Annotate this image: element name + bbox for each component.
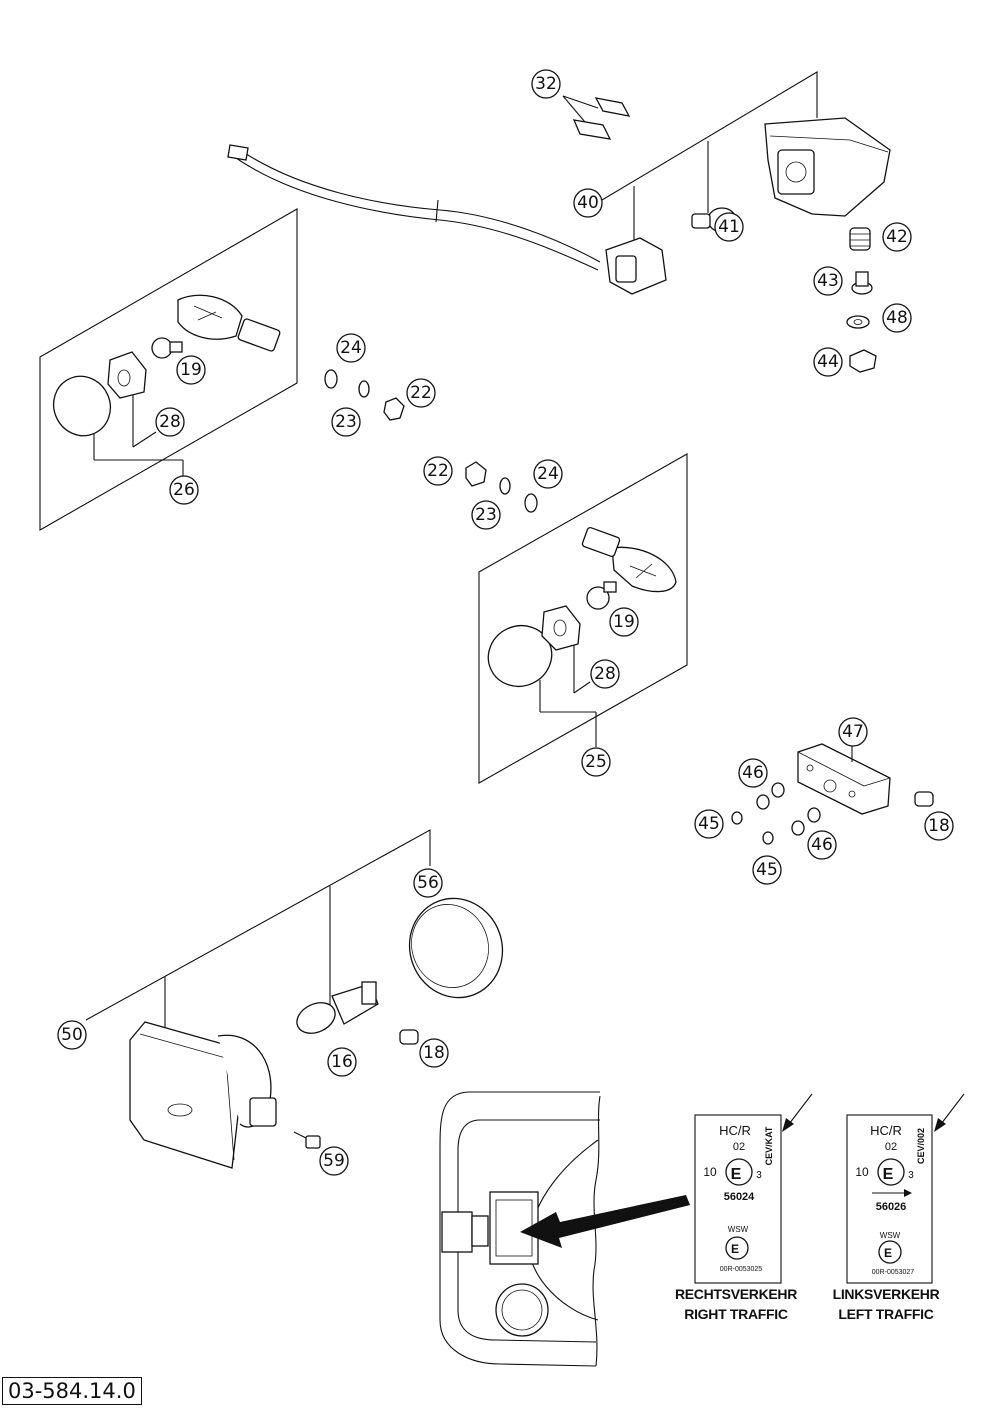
callout-18: 18 <box>924 811 954 841</box>
svg-text:26: 26 <box>173 480 195 500</box>
callout-23: 23 <box>471 500 501 530</box>
callout-43: 43 <box>813 266 843 296</box>
svg-text:44: 44 <box>817 352 839 372</box>
svg-text:50: 50 <box>61 1025 83 1045</box>
svg-text:28: 28 <box>594 664 616 684</box>
svg-text:32: 32 <box>535 74 557 94</box>
svg-text:45: 45 <box>698 814 720 834</box>
label-small-code: 00R-0053027 <box>872 1269 915 1276</box>
svg-text:40: 40 <box>577 193 599 213</box>
caption-left-traffic: LINKSVERKEHR LEFT TRAFFIC <box>816 1284 956 1324</box>
svg-text:19: 19 <box>613 612 635 632</box>
svg-text:23: 23 <box>475 505 497 525</box>
license-plate-light-assembly <box>731 742 934 845</box>
svg-text:22: 22 <box>427 461 449 481</box>
label-e-sub: 3 <box>908 1170 914 1181</box>
callout-23: 23 <box>331 407 361 437</box>
turn-signal-left-assembly <box>39 208 298 531</box>
svg-text:47: 47 <box>842 722 864 742</box>
callout-41: 41 <box>714 212 744 242</box>
svg-text:24: 24 <box>340 338 362 358</box>
label-approval-code: 56026 <box>876 1201 907 1213</box>
label-wsw: WSW <box>880 1231 901 1240</box>
drawing-number: 03-584.14.0 <box>2 1377 142 1405</box>
caption-left-traffic-de: LINKSVERKEHR <box>832 1286 940 1302</box>
marking-label-right-traffic: HC/R 02 10 E 3 56024 CEV/KAT WSW E 00R-0… <box>694 1093 813 1284</box>
headlight-assembly <box>85 829 504 1169</box>
callout-59: 59 <box>319 1146 349 1176</box>
headlight-marking-detail <box>439 1091 690 1367</box>
svg-text:25: 25 <box>585 752 607 772</box>
svg-text:16: 16 <box>331 1052 353 1072</box>
caption-right-traffic-de: RECHTSVERKEHR <box>674 1286 798 1302</box>
callout-45: 45 <box>694 809 724 839</box>
label-10: 10 <box>855 1165 869 1179</box>
svg-text:18: 18 <box>928 816 950 836</box>
callout-45: 45 <box>752 855 782 885</box>
svg-text:23: 23 <box>335 412 357 432</box>
callout-46: 46 <box>738 758 768 788</box>
label-wsw: WSW <box>728 1225 749 1234</box>
callout-22: 22 <box>406 378 436 408</box>
callout-50: 50 <box>57 1020 87 1050</box>
callout-24: 24 <box>533 459 563 489</box>
tail-light-assembly <box>227 71 891 373</box>
callout-16: 16 <box>327 1047 357 1077</box>
callout-46: 46 <box>807 830 837 860</box>
callout-32: 32 <box>531 69 561 99</box>
svg-text:41: 41 <box>718 217 740 237</box>
label-e-mark: E <box>731 1166 742 1183</box>
label-e-mark-small: E <box>731 1242 739 1256</box>
label-side-code: CEV/002 <box>916 1128 926 1164</box>
label-02: 02 <box>733 1141 745 1153</box>
svg-text:56: 56 <box>417 873 439 893</box>
label-small-code: 00R-0053025 <box>720 1266 763 1273</box>
callout-25: 25 <box>581 747 611 777</box>
svg-text:19: 19 <box>180 360 202 380</box>
callout-44: 44 <box>813 347 843 377</box>
callout-19: 19 <box>176 355 206 385</box>
callout-22: 22 <box>423 456 453 486</box>
svg-text:24: 24 <box>537 464 559 484</box>
label-e-mark-small: E <box>884 1246 892 1260</box>
label-e-sub: 3 <box>756 1170 762 1181</box>
label-approval-code: 56024 <box>724 1191 755 1203</box>
mounting-hardware-a <box>324 369 405 421</box>
svg-text:42: 42 <box>886 227 908 247</box>
mounting-hardware-b <box>465 461 538 513</box>
svg-text:59: 59 <box>323 1151 345 1171</box>
svg-text:22: 22 <box>410 383 432 403</box>
svg-text:43: 43 <box>817 271 839 291</box>
label-side-code: CEV/KAT <box>764 1126 774 1165</box>
svg-text:46: 46 <box>811 835 833 855</box>
svg-text:48: 48 <box>886 308 908 328</box>
callout-18: 18 <box>419 1038 449 1068</box>
callout-19: 19 <box>609 607 639 637</box>
callout-47: 47 <box>838 717 868 747</box>
callout-42: 42 <box>882 222 912 252</box>
caption-left-traffic-en: LEFT TRAFFIC <box>838 1306 934 1322</box>
label-hcr: HC/R <box>719 1123 751 1138</box>
label-10: 10 <box>703 1165 717 1179</box>
callout-56: 56 <box>413 868 443 898</box>
callout-40: 40 <box>573 188 603 218</box>
svg-text:45: 45 <box>756 860 778 880</box>
callout-48: 48 <box>882 303 912 333</box>
callout-26: 26 <box>169 475 199 505</box>
svg-text:18: 18 <box>423 1043 445 1063</box>
svg-text:28: 28 <box>159 412 181 432</box>
callout-24: 24 <box>336 333 366 363</box>
label-hcr: HC/R <box>870 1123 902 1138</box>
svg-text:46: 46 <box>742 763 764 783</box>
label-02: 02 <box>885 1141 897 1153</box>
callout-28: 28 <box>155 407 185 437</box>
callout-28: 28 <box>590 659 620 689</box>
caption-right-traffic-en: RIGHT TRAFFIC <box>684 1306 788 1322</box>
marking-label-left-traffic: HC/R 02 10 E 3 56026 CEV/002 WSW E 00R-0… <box>846 1093 965 1284</box>
label-e-mark: E <box>883 1166 894 1183</box>
caption-right-traffic: RECHTSVERKEHR RIGHT TRAFFIC <box>666 1284 806 1324</box>
turn-signal-right-assembly <box>478 453 688 784</box>
